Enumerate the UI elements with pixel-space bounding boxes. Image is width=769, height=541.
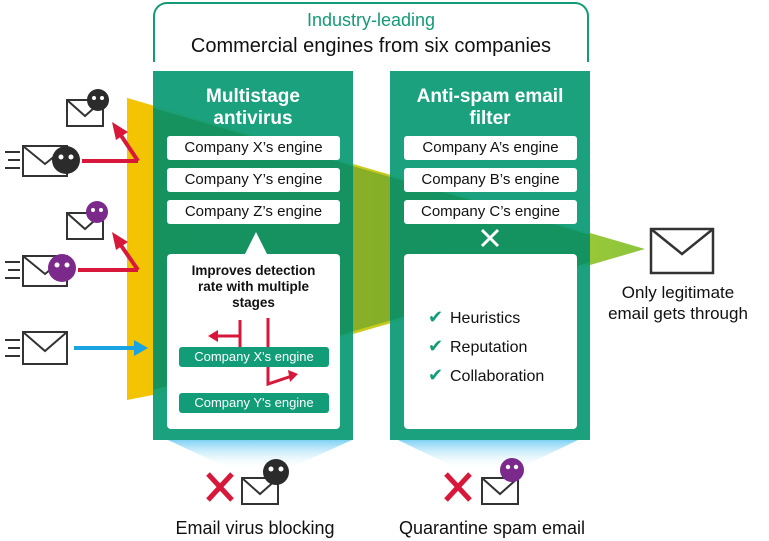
virus-icon bbox=[52, 146, 80, 174]
callout-line1: Improves detection bbox=[191, 263, 316, 278]
feature-reputation: ✔ Reputation bbox=[428, 335, 527, 357]
caption-quarantine-spam: Quarantine spam email bbox=[398, 518, 586, 538]
callout-title: Improves detection rate with multiple st… bbox=[167, 263, 340, 311]
antispam-title: Anti-spam email filter bbox=[390, 86, 590, 130]
spam-icon bbox=[86, 201, 108, 223]
feature-label: Collaboration bbox=[450, 368, 545, 385]
antispam-title-line1: Anti-spam email bbox=[416, 86, 564, 107]
stage-company-x: Company X's engine bbox=[179, 347, 329, 367]
callout-line2: rate with multiple bbox=[197, 279, 309, 294]
engine-company-y: Company Y’s engine bbox=[167, 168, 340, 192]
engine-company-b: Company B’s engine bbox=[404, 168, 577, 192]
virus-icon bbox=[263, 459, 289, 485]
engine-company-c: Company C’s engine bbox=[404, 200, 577, 224]
check-icon: ✔ bbox=[428, 365, 444, 385]
motion-lines bbox=[5, 261, 20, 279]
envelope-icon-output bbox=[649, 227, 715, 275]
antivirus-title-line2: antivirus bbox=[213, 108, 293, 129]
engine-company-z: Company Z’s engine bbox=[167, 200, 340, 224]
spam-icon bbox=[500, 458, 524, 482]
header-subtitle: Industry-leading bbox=[306, 10, 436, 30]
check-icon: ✔ bbox=[428, 336, 444, 356]
antispam-title-line2: filter bbox=[469, 108, 511, 129]
antivirus-title-line1: Multistage bbox=[206, 86, 300, 107]
stage-company-y: Company Y's engine bbox=[179, 393, 329, 413]
antivirus-title: Multistage antivirus bbox=[153, 86, 353, 130]
envelope-icon-quarantined bbox=[481, 477, 519, 505]
feature-label: Reputation bbox=[450, 339, 528, 356]
check-icon: ✔ bbox=[428, 307, 444, 327]
feature-label: Heuristics bbox=[450, 310, 521, 327]
envelope-icon-legit bbox=[22, 331, 68, 365]
features-box bbox=[404, 254, 577, 429]
red-x-icon bbox=[444, 472, 472, 502]
result-label: Only legitimate email gets through bbox=[588, 282, 768, 324]
motion-lines bbox=[5, 151, 20, 169]
callout-line3: stages bbox=[232, 295, 275, 310]
header-box: Industry-leading Commercial engines from… bbox=[153, 2, 589, 62]
glow-antivirus bbox=[168, 440, 352, 470]
spam-icon bbox=[48, 254, 76, 282]
result-line2: email gets through bbox=[608, 304, 748, 323]
virus-icon bbox=[87, 89, 109, 111]
result-line1: Only legitimate bbox=[621, 283, 735, 302]
feature-collaboration: ✔ Collaboration bbox=[428, 364, 544, 386]
glow-antispam bbox=[398, 440, 578, 470]
red-x-icon bbox=[206, 472, 234, 502]
engine-company-x: Company X’s engine bbox=[167, 136, 340, 160]
motion-lines bbox=[5, 339, 20, 357]
caption-virus-blocking: Email virus blocking bbox=[175, 518, 335, 538]
engine-company-a: Company A’s engine bbox=[404, 136, 577, 160]
feature-heuristics: ✔ Heuristics bbox=[428, 306, 520, 328]
header-title: Commercial engines from six companies bbox=[190, 35, 552, 57]
